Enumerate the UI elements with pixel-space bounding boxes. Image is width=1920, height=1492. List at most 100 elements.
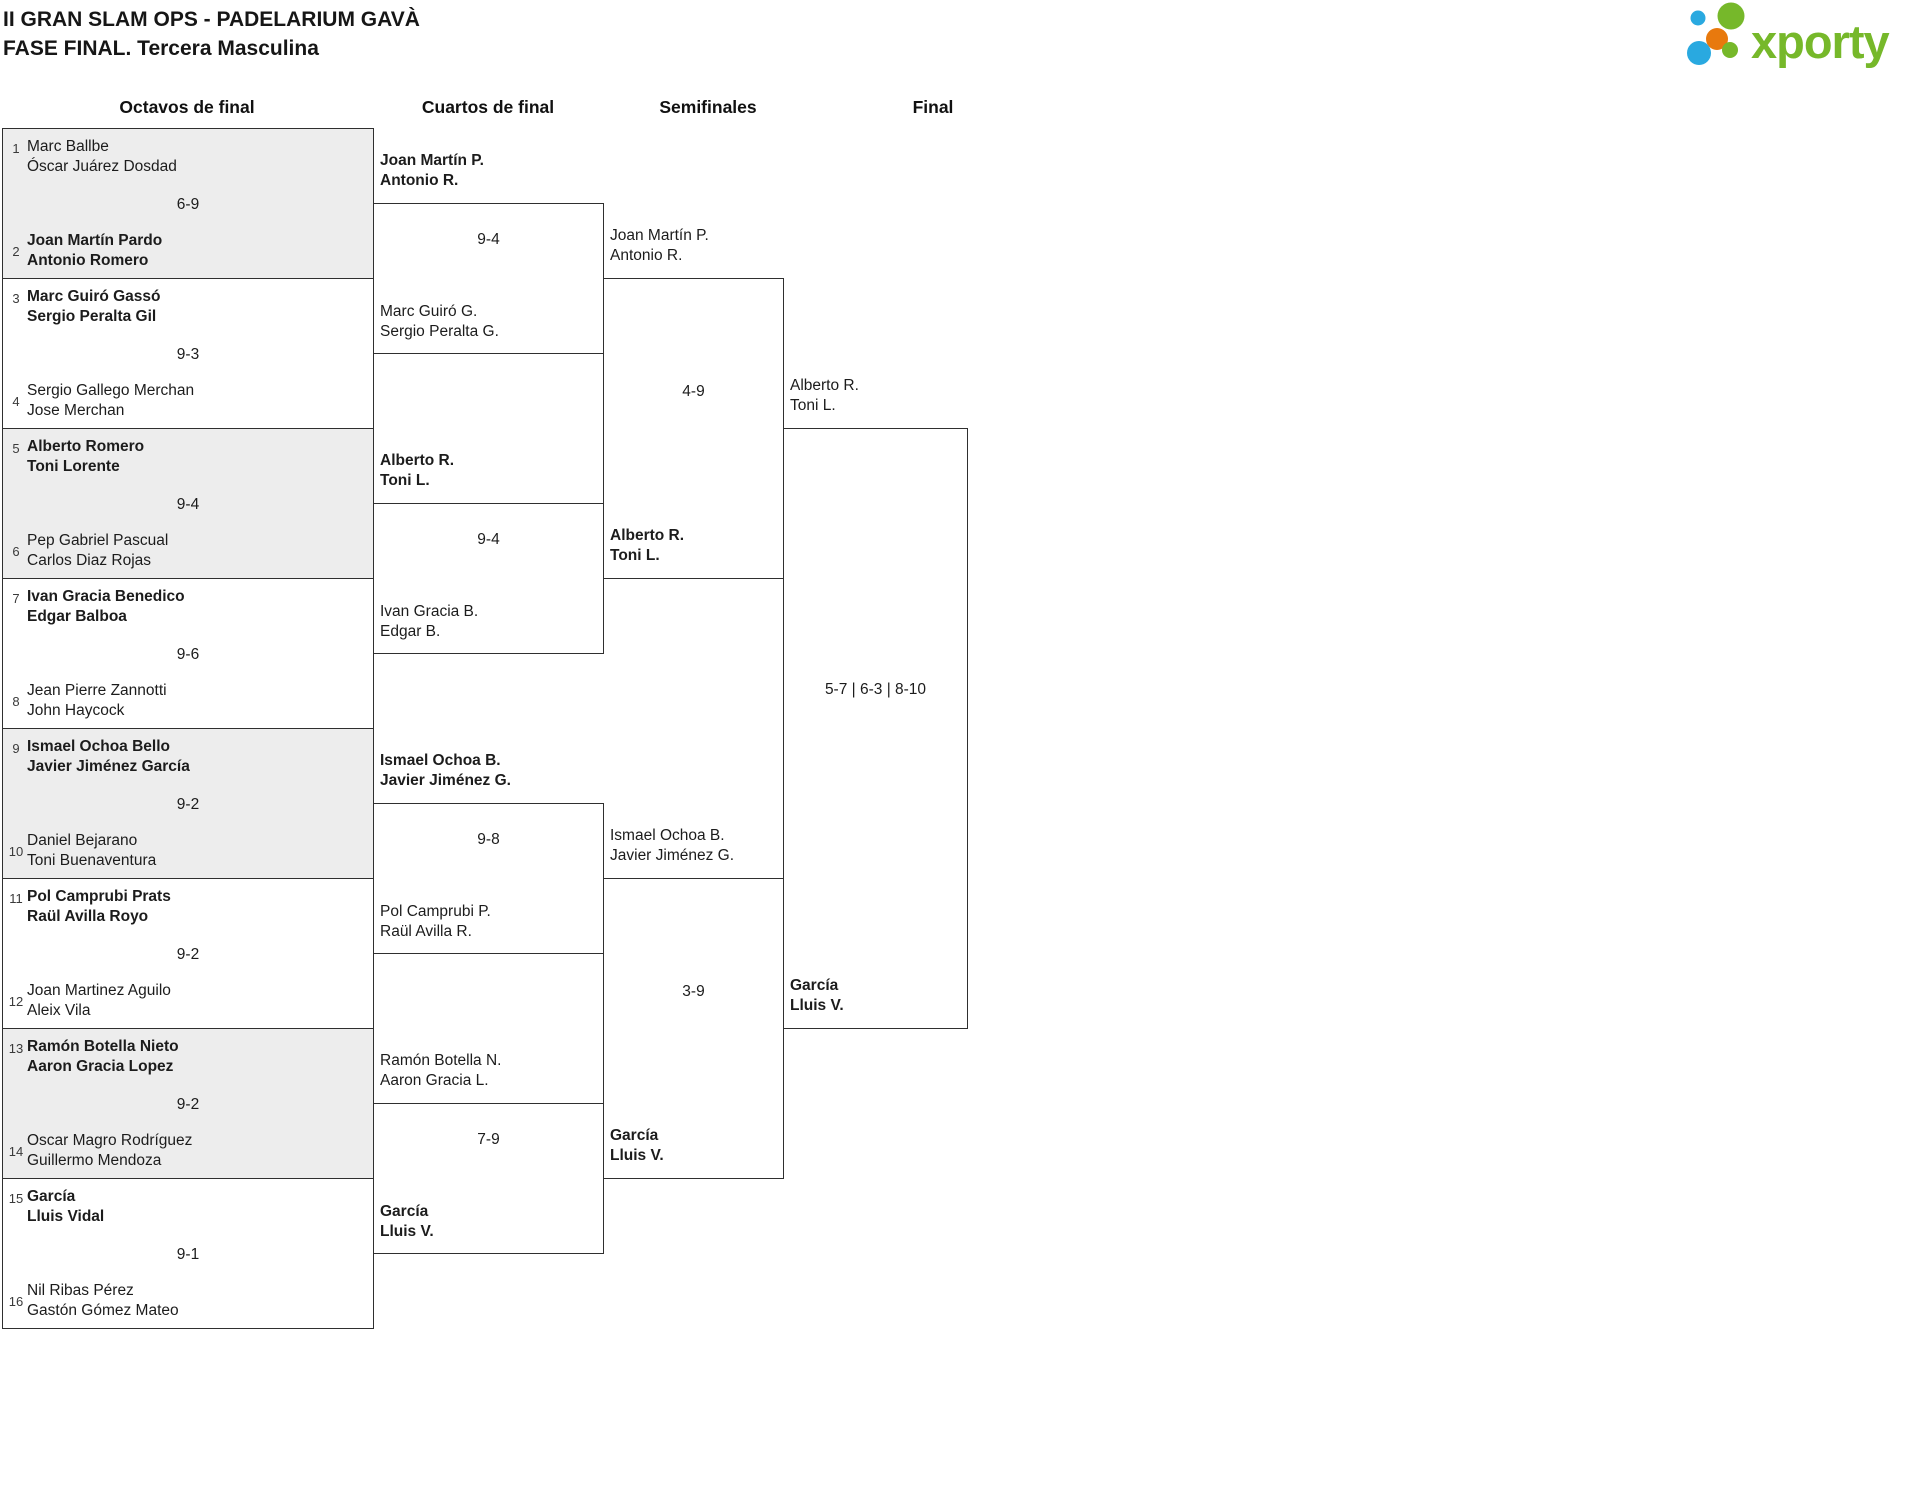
team-name: Lluis V. bbox=[610, 1147, 664, 1164]
seed-number: 4 bbox=[12, 394, 20, 409]
team-name: Alberto R. bbox=[790, 377, 859, 394]
team-pair: García Lluis Vidal bbox=[27, 1187, 104, 1227]
final-team-a: Alberto R. Toni L. bbox=[790, 376, 859, 416]
match-score: 9-4 bbox=[477, 531, 500, 548]
team-name: Raül Avilla R. bbox=[380, 923, 472, 940]
team-name: Toni Buenaventura bbox=[27, 852, 157, 869]
logo-wordmark: xporty bbox=[1751, 15, 1890, 68]
team-name: Antonio Romero bbox=[27, 252, 149, 269]
r16-match-4: 7 Ivan Gracia Benedico Edgar Balboa 9-6 … bbox=[2, 578, 374, 729]
seed-number: 16 bbox=[8, 1294, 24, 1309]
team-pair: Pol Camprubi Prats Raül Avilla Royo bbox=[27, 887, 171, 927]
match-score: 9-8 bbox=[477, 831, 500, 848]
team-name: García bbox=[790, 977, 839, 994]
sf-match-2-team-b: García Lluis V. bbox=[610, 1126, 664, 1166]
logo-dot-orange bbox=[1706, 28, 1728, 50]
r16-match-5: 9 Ismael Ochoa Bello Javier Jiménez Garc… bbox=[2, 728, 374, 879]
team-name: Ramón Botella Nieto bbox=[27, 1038, 179, 1055]
qf-match-2-team-a: Alberto R. Toni L. bbox=[380, 451, 454, 491]
qf-match-2-team-b: Ivan Gracia B. Edgar B. bbox=[380, 602, 478, 642]
team-name: Joan Martinez Aguilo bbox=[27, 982, 171, 999]
xporty-logo[interactable]: xporty bbox=[1678, 0, 1918, 80]
team-pair: Marc Guiró Gassó Sergio Peralta Gil bbox=[27, 287, 161, 327]
team-name: Gastón Gómez Mateo bbox=[27, 1302, 179, 1319]
seed-number: 1 bbox=[12, 141, 20, 156]
qf-match-3-team-a: Ismael Ochoa B. Javier Jiménez G. bbox=[380, 751, 511, 791]
r16-match-8: 15 García Lluis Vidal 9-1 16 Nil Ribas P… bbox=[2, 1178, 374, 1329]
seed-number: 8 bbox=[12, 694, 20, 709]
team-name: Ivan Gracia B. bbox=[380, 603, 479, 620]
sf-match-1-team-a: Joan Martín P. Antonio R. bbox=[610, 226, 709, 266]
qf-match-1-team-b: Marc Guiró G. Sergio Peralta G. bbox=[380, 302, 499, 342]
seed-number: 3 bbox=[12, 291, 20, 306]
round-header-semifinales: Semifinales bbox=[659, 97, 757, 117]
team-name: Jose Merchan bbox=[27, 402, 125, 419]
team-name: Toni L. bbox=[610, 547, 660, 564]
team-name: Edgar B. bbox=[380, 623, 441, 640]
match-score: 9-3 bbox=[176, 346, 200, 363]
team-pair: Sergio Gallego Merchan Jose Merchan bbox=[27, 381, 194, 421]
team-name: Joan Martín P. bbox=[380, 152, 484, 169]
round-header-cuartos: Cuartos de final bbox=[421, 97, 555, 117]
team-name: Marc Guiró Gassó bbox=[27, 288, 161, 305]
team-name: Alberto R. bbox=[610, 527, 685, 544]
team-pair: Jean Pierre Zannotti John Haycock bbox=[27, 681, 167, 721]
team-name: Aleix Vila bbox=[27, 1002, 91, 1019]
team-name: Toni Lorente bbox=[27, 458, 120, 475]
sf-match-1-team-b: Alberto R. Toni L. bbox=[610, 526, 684, 566]
team-pair: Marc Ballbe Óscar Juárez Dosdad bbox=[27, 137, 177, 177]
team-name: Ismael Ochoa B. bbox=[610, 827, 725, 844]
match-score: 9-4 bbox=[176, 496, 200, 513]
team-name: Raül Avilla Royo bbox=[27, 908, 149, 925]
match-score: 9-4 bbox=[477, 231, 500, 248]
match-score: 7-9 bbox=[477, 1131, 500, 1148]
team-name: Ismael Ochoa Bello bbox=[27, 738, 170, 755]
team-name: Jean Pierre Zannotti bbox=[27, 682, 167, 699]
logo-dot-big-green bbox=[1717, 2, 1745, 30]
team-name: Ismael Ochoa B. bbox=[380, 752, 501, 769]
team-name: Marc Guiró G. bbox=[380, 303, 478, 320]
team-name: García bbox=[27, 1188, 76, 1205]
team-name: Lluis Vidal bbox=[27, 1208, 105, 1225]
team-name: Nil Ribas Pérez bbox=[27, 1282, 134, 1299]
team-name: Toni L. bbox=[790, 397, 836, 414]
team-name: Alberto R. bbox=[380, 452, 455, 469]
match-score: 9-2 bbox=[176, 1096, 200, 1113]
round-header-final: Final bbox=[912, 97, 954, 117]
final-match-box bbox=[783, 428, 968, 1029]
team-name: Pep Gabriel Pascual bbox=[27, 532, 169, 549]
qf-match-4-team-b: García Lluis V. bbox=[380, 1202, 434, 1242]
match-score: 6-9 bbox=[176, 196, 200, 213]
match-score: 9-6 bbox=[176, 646, 200, 663]
page-title: II GRAN SLAM OPS - PADELARIUM GAVÀ bbox=[3, 8, 420, 31]
r16-match-3: 5 Alberto Romero Toni Lorente 9-4 6 Pep … bbox=[2, 428, 374, 579]
team-name: Javier Jiménez G. bbox=[380, 772, 511, 789]
logo-dot-big-blue bbox=[1687, 41, 1711, 65]
team-pair: Pep Gabriel Pascual Carlos Diaz Rojas bbox=[27, 531, 168, 571]
xporty-logo-graphic: xporty bbox=[1687, 2, 1891, 68]
match-score: 4-9 bbox=[682, 383, 705, 400]
team-name: García bbox=[610, 1127, 659, 1144]
team-pair: Ramón Botella Nieto Aaron Gracia Lopez bbox=[27, 1037, 179, 1077]
team-name: Carlos Diaz Rojas bbox=[27, 552, 152, 569]
team-name: Oscar Magro Rodríguez bbox=[27, 1132, 193, 1149]
team-name: Lluis V. bbox=[790, 997, 844, 1014]
sf-match-2-team-a: Ismael Ochoa B. Javier Jiménez G. bbox=[610, 826, 734, 866]
team-name: Marc Ballbe bbox=[27, 138, 109, 155]
team-name: Pol Camprubi P. bbox=[380, 903, 491, 920]
r16-match-2: 3 Marc Guiró Gassó Sergio Peralta Gil 9-… bbox=[2, 278, 374, 429]
round-header-octavos: Octavos de final bbox=[119, 97, 255, 117]
seed-number: 7 bbox=[12, 591, 20, 606]
team-pair: Ivan Gracia Benedico Edgar Balboa bbox=[27, 587, 185, 627]
team-pair: Joan Martín Pardo Antonio Romero bbox=[27, 231, 162, 271]
seed-number: 6 bbox=[12, 544, 20, 559]
team-pair: Joan Martinez Aguilo Aleix Vila bbox=[27, 981, 171, 1021]
seed-number: 10 bbox=[8, 844, 24, 859]
seed-number: 14 bbox=[8, 1144, 24, 1159]
team-pair: Alberto Romero Toni Lorente bbox=[27, 437, 144, 477]
seed-number: 15 bbox=[8, 1191, 24, 1206]
seed-number: 2 bbox=[12, 244, 20, 259]
team-name: Joan Martín Pardo bbox=[27, 232, 163, 249]
team-pair: Ismael Ochoa Bello Javier Jiménez García bbox=[27, 737, 190, 777]
team-name: Antonio R. bbox=[610, 247, 683, 264]
